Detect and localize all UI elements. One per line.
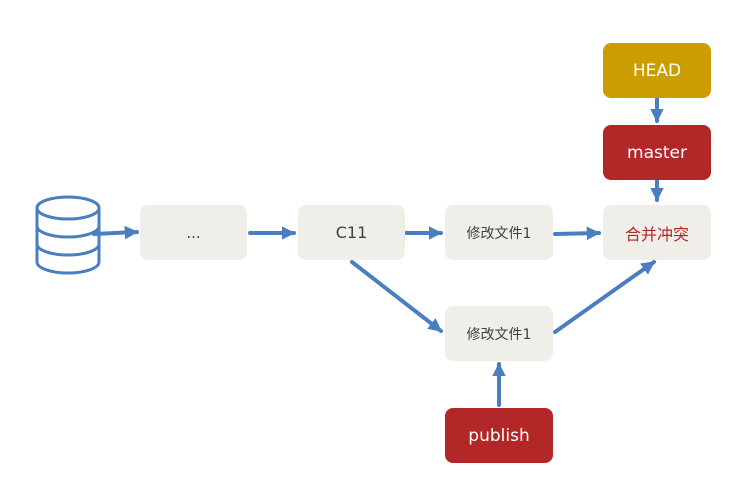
branch-publish-label: publish [468, 425, 530, 446]
arrow-modify-top-to-merge [553, 226, 601, 241]
commit-modify-bottom: 修改文件1 [445, 306, 553, 361]
commit-modify-top-label: 修改文件1 [466, 225, 532, 242]
head-pointer-label: HEAD [632, 60, 682, 81]
arrow-c11-to-modify-bottom [350, 260, 443, 333]
commit-merge-conflict: 合并冲突 [603, 205, 711, 260]
branch-master-label: master [627, 142, 687, 163]
branch-master: master [603, 125, 711, 180]
commit-c11-label: C11 [335, 223, 368, 242]
arrow-modify-bottom-to-merge [553, 260, 656, 334]
commit-modify-bottom-label: 修改文件1 [466, 326, 532, 343]
commit-ellipsis-label: ... [186, 223, 201, 242]
commit-c11: C11 [298, 205, 405, 260]
arrow-repo-to-ellipsis [92, 225, 139, 240]
database-icon [35, 195, 101, 275]
commit-modify-top: 修改文件1 [445, 205, 553, 260]
branch-publish: publish [445, 408, 553, 463]
head-pointer: HEAD [603, 43, 711, 98]
commit-merge-conflict-label: 合并冲突 [624, 224, 689, 244]
commit-ellipsis: ... [140, 205, 247, 260]
